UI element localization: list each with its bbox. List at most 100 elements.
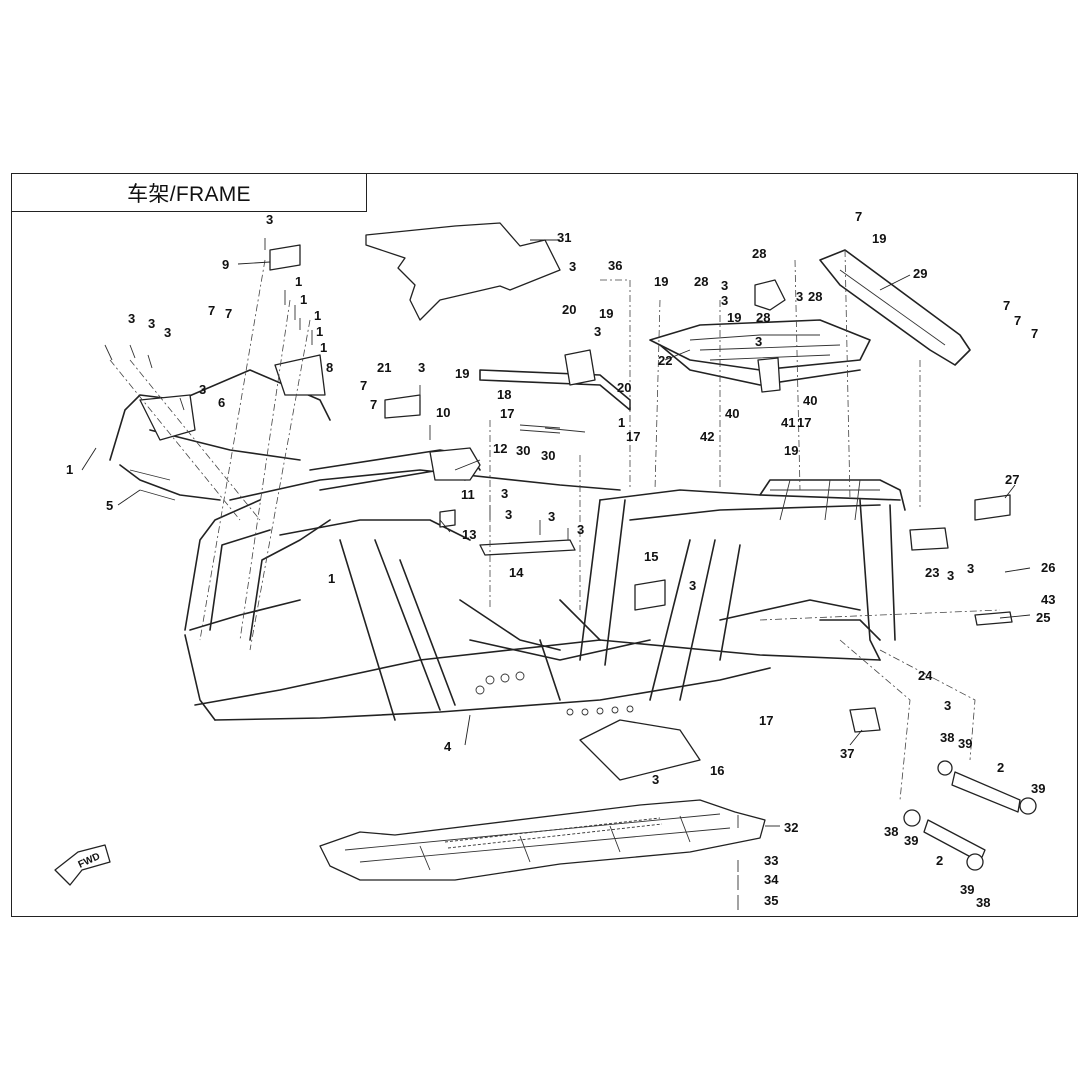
callout-7: 7 xyxy=(360,378,367,393)
callout-2: 2 xyxy=(997,760,1004,775)
rear-extension-bracket xyxy=(819,249,971,366)
callout-3: 3 xyxy=(199,382,206,397)
callout-19: 19 xyxy=(599,306,613,321)
callout-3: 3 xyxy=(164,325,171,340)
callout-17: 17 xyxy=(797,415,811,430)
callout-25: 25 xyxy=(1036,610,1050,625)
callout-17: 17 xyxy=(626,429,640,444)
callout-26: 26 xyxy=(1041,560,1055,575)
callout-20: 20 xyxy=(617,380,631,395)
callout-17: 17 xyxy=(500,406,514,421)
callout-24: 24 xyxy=(918,668,933,683)
callout-1: 1 xyxy=(618,415,625,430)
callout-6: 6 xyxy=(218,395,225,410)
callout-19: 19 xyxy=(455,366,469,381)
callout-28: 28 xyxy=(752,246,766,261)
callout-3: 3 xyxy=(128,311,135,326)
callout-3: 3 xyxy=(689,578,696,593)
callout-2: 2 xyxy=(936,853,943,868)
callout-40: 40 xyxy=(725,406,739,421)
callout-38: 38 xyxy=(976,895,990,910)
cross-bar-18 xyxy=(479,349,631,411)
callout-39: 39 xyxy=(904,833,918,848)
callout-38: 38 xyxy=(884,824,898,839)
callout-7: 7 xyxy=(1031,326,1038,341)
callout-1: 1 xyxy=(314,308,321,323)
callout-13: 13 xyxy=(462,527,476,542)
callout-30: 30 xyxy=(516,443,530,458)
top-cover-plate xyxy=(365,222,561,321)
callout-1: 1 xyxy=(300,292,307,307)
callout-3: 3 xyxy=(721,278,728,293)
callout-37: 37 xyxy=(840,746,854,761)
callout-28: 28 xyxy=(756,310,770,325)
alignment-lines xyxy=(109,249,1001,801)
skid-plate xyxy=(319,799,766,881)
steering-support xyxy=(309,447,481,491)
callout-29: 29 xyxy=(913,266,927,281)
callout-23: 23 xyxy=(925,565,939,580)
callout-12: 12 xyxy=(493,441,507,456)
callout-3: 3 xyxy=(947,568,954,583)
callout-7: 7 xyxy=(1003,298,1010,313)
page-title: 车架/FRAME xyxy=(127,182,251,206)
callout-1: 1 xyxy=(66,462,73,477)
callout-27: 27 xyxy=(1005,472,1019,487)
callout-7: 7 xyxy=(1014,313,1021,328)
callout-36: 36 xyxy=(608,258,622,273)
callout-3: 3 xyxy=(577,522,584,537)
callout-3: 3 xyxy=(944,698,951,713)
callout-28: 28 xyxy=(808,289,822,304)
callout-3: 3 xyxy=(418,360,425,375)
callout-35: 35 xyxy=(764,893,778,908)
callout-3: 3 xyxy=(266,212,273,227)
callout-43: 43 xyxy=(1041,592,1055,607)
callout-7: 7 xyxy=(208,303,215,318)
callout-3: 3 xyxy=(796,289,803,304)
callout-3: 3 xyxy=(755,334,762,349)
callout-18: 18 xyxy=(497,387,511,402)
callout-39: 39 xyxy=(1031,781,1045,796)
callout-7: 7 xyxy=(225,306,232,321)
callout-19: 19 xyxy=(784,443,798,458)
callout-3: 3 xyxy=(505,507,512,522)
callout-10: 10 xyxy=(436,405,450,420)
callout-19: 19 xyxy=(872,231,886,246)
callout-19: 19 xyxy=(727,310,741,325)
callout-33: 33 xyxy=(764,853,778,868)
callout-41: 41 xyxy=(781,415,795,430)
rear-rack xyxy=(649,279,871,393)
callout-3: 3 xyxy=(652,772,659,787)
callout-labels: 3 9 31 3 36 7 19 29 19 28 3 28 3 28 3 19… xyxy=(66,209,1055,910)
callout-19: 19 xyxy=(654,274,668,289)
callout-3: 3 xyxy=(569,259,576,274)
callout-28: 28 xyxy=(694,274,708,289)
callout-3: 3 xyxy=(594,324,601,339)
callout-21: 21 xyxy=(377,360,391,375)
callout-3: 3 xyxy=(148,316,155,331)
callout-15: 15 xyxy=(644,549,658,564)
callout-40: 40 xyxy=(803,393,817,408)
callout-1: 1 xyxy=(320,340,327,355)
callout-1: 1 xyxy=(328,571,335,586)
title-box: 车架/FRAME xyxy=(11,173,367,212)
callout-4: 4 xyxy=(444,739,452,754)
callout-38: 38 xyxy=(940,730,954,745)
callout-20: 20 xyxy=(562,302,576,317)
callout-1: 1 xyxy=(295,274,302,289)
callout-32: 32 xyxy=(784,820,798,835)
callout-34: 34 xyxy=(764,872,779,887)
callout-3: 3 xyxy=(967,561,974,576)
main-frame xyxy=(109,369,906,721)
callout-1: 1 xyxy=(316,324,323,339)
callout-3: 3 xyxy=(501,486,508,501)
callout-3: 3 xyxy=(721,293,728,308)
callout-8: 8 xyxy=(326,360,333,375)
callout-22: 22 xyxy=(658,353,672,368)
callout-42: 42 xyxy=(700,429,714,444)
callout-39: 39 xyxy=(960,882,974,897)
callout-5: 5 xyxy=(106,498,113,513)
callout-3: 3 xyxy=(548,509,555,524)
leader-lines xyxy=(81,239,1031,827)
